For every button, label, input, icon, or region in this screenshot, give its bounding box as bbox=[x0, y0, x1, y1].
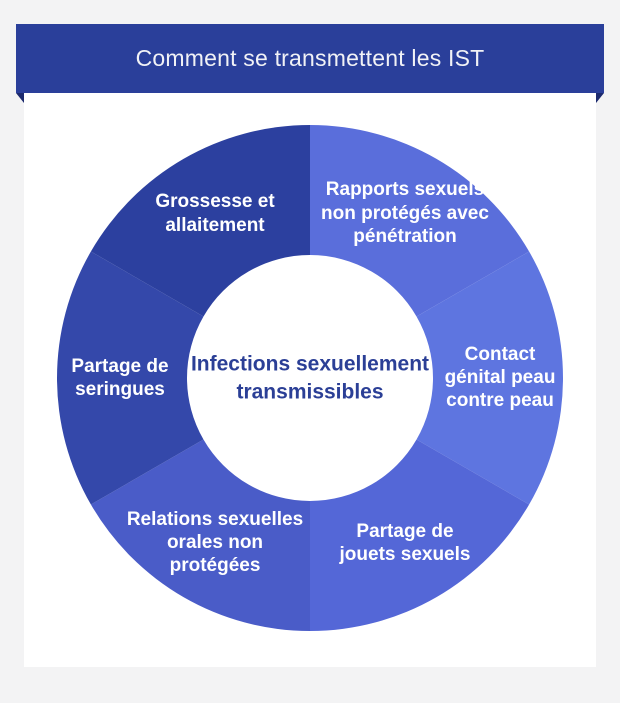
donut-segment-4 bbox=[57, 251, 204, 505]
donut-segment-1 bbox=[416, 251, 563, 505]
donut-segment-0 bbox=[310, 125, 530, 317]
donut-segment-5 bbox=[90, 125, 310, 317]
segment-label-3: Relations sexuelles orales non protégées bbox=[126, 508, 304, 577]
segment-label-5: Grossesse et allaitement bbox=[155, 191, 275, 236]
donut-center-label: Infections sexuellement transmissibles bbox=[190, 352, 430, 403]
title-banner: Comment se transmettent les IST bbox=[16, 24, 604, 93]
content-card: Infections sexuellement transmissibles R… bbox=[24, 93, 596, 667]
page-title: Comment se transmettent les IST bbox=[135, 45, 485, 71]
donut-segment-2 bbox=[310, 439, 530, 631]
banner-fold-left bbox=[16, 93, 24, 103]
donut-segment-3 bbox=[90, 439, 310, 631]
segment-label-2: Partage de jouets sexuels bbox=[339, 520, 471, 565]
segment-label-0: Rapports sexuels non protégés avec pénét… bbox=[321, 179, 489, 248]
donut-chart: Infections sexuellement transmissibles R… bbox=[57, 125, 563, 631]
segment-label-4: Partage de seringues bbox=[71, 355, 169, 400]
donut-segments bbox=[57, 125, 563, 631]
segment-label-1: Contact génital peau contre peau bbox=[444, 344, 556, 412]
banner-fold-right bbox=[596, 93, 604, 103]
